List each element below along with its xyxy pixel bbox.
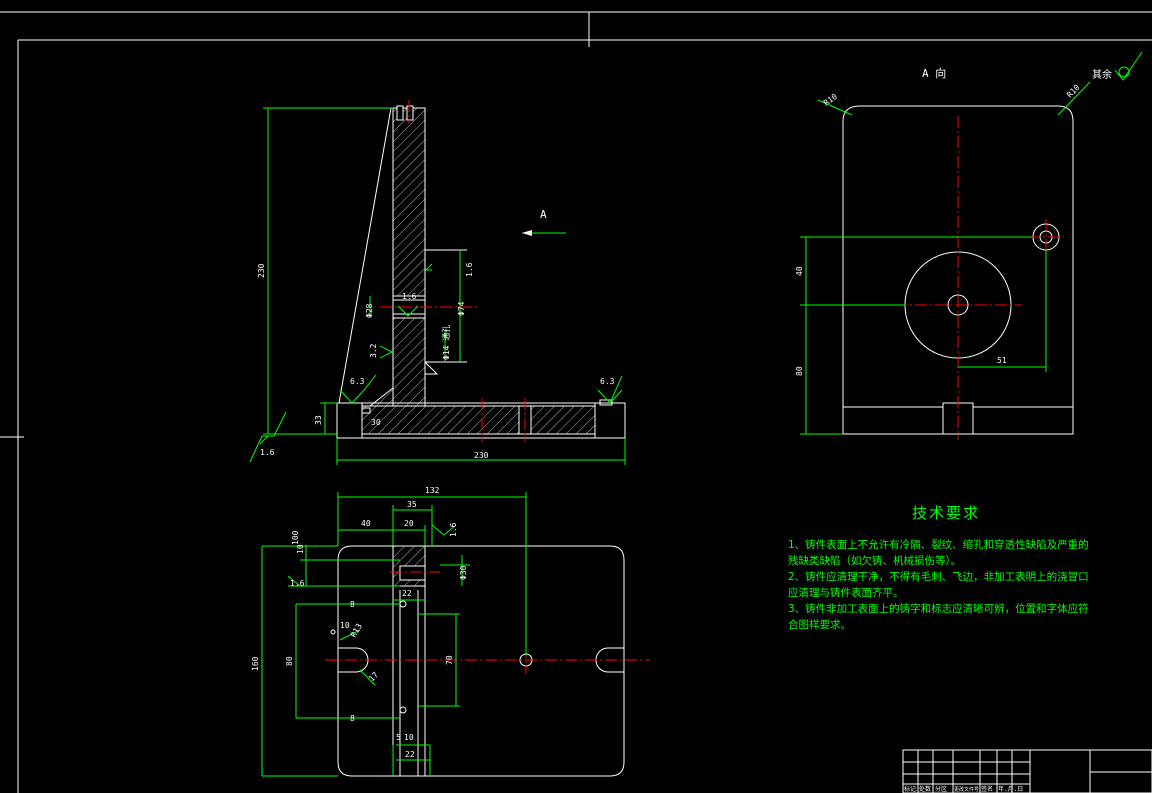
dim-side-w-offset: 51 bbox=[997, 356, 1007, 365]
dim-front-rough-7: 1.6 bbox=[260, 448, 275, 457]
top-view bbox=[261, 492, 650, 777]
dim-top-rough: 1.6 bbox=[449, 522, 458, 537]
dim-front-rough-1: 1.6 bbox=[465, 262, 474, 277]
dim-front-phi74: Φ74 bbox=[457, 301, 466, 316]
dim-front-base-width: 230 bbox=[474, 451, 489, 460]
dim-top-w35: 35 bbox=[407, 500, 417, 509]
dim-front-rough-6: 6.3 bbox=[600, 377, 615, 386]
title-block-c6: 年.月.日 bbox=[998, 785, 1023, 793]
dim-top-d10: 10 bbox=[340, 621, 350, 630]
dim-top-w22b: 22 bbox=[405, 750, 415, 759]
dim-top-height: 160 bbox=[251, 656, 260, 671]
dim-top-h8a: 8 bbox=[350, 600, 355, 609]
dim-top-rough2: 1.6 bbox=[290, 579, 305, 588]
dim-top-w22: 22 bbox=[402, 589, 412, 598]
dim-front-base-mark: 30 bbox=[371, 418, 381, 427]
dim-top-t100: 100 bbox=[291, 530, 300, 545]
dim-front-rough-5: 6.3 bbox=[350, 377, 365, 386]
dim-side-h-upper: 40 bbox=[795, 266, 804, 276]
front-section-view bbox=[249, 100, 626, 465]
title-block-c4: 更改文件号 bbox=[954, 786, 979, 793]
tech-requirement-1: 1、铸件表面上不允许有冷隔、裂纹、缩孔和穿透性缺陷及严重的残缺类缺陷（如欠铸、机… bbox=[788, 539, 1089, 567]
dim-top-h80: 80 bbox=[285, 656, 294, 666]
dim-front-height: 230 bbox=[257, 263, 266, 278]
dim-top-w5: 5 bbox=[396, 733, 401, 742]
dim-top-h70: 70 bbox=[445, 655, 454, 665]
tech-requirements-list: 1、铸件表面上不允许有冷隔、裂纹、缩孔和穿透性缺陷及严重的残缺类缺陷（如欠铸、机… bbox=[788, 538, 1093, 634]
side-view-a bbox=[800, 51, 1143, 440]
arrow-a-label: A bbox=[540, 208, 547, 221]
title-block-c3: 分区 bbox=[935, 785, 947, 793]
dim-top-h8b: 8 bbox=[350, 714, 355, 723]
dim-top-w40: 40 bbox=[361, 519, 371, 528]
dim-front-phi28: Φ28 bbox=[365, 303, 374, 318]
dim-side-r-right: R10 bbox=[1065, 83, 1082, 100]
dim-top-w20: 20 bbox=[404, 519, 414, 528]
dim-top-phi30: Φ30 bbox=[459, 565, 468, 580]
dim-front-base-height: 33 bbox=[314, 415, 323, 425]
dim-side-h-lower: 80 bbox=[795, 366, 804, 376]
title-block bbox=[902, 749, 1152, 793]
dim-top-t10: 10 bbox=[296, 544, 305, 554]
drawing-frame bbox=[0, 11, 1152, 793]
finish-rest-label: 其余 bbox=[1092, 68, 1112, 81]
dim-front-rough-2: 1.6 bbox=[402, 292, 417, 301]
title-block-c2: 处数 bbox=[919, 785, 931, 793]
dim-top-w10: 10 bbox=[404, 733, 414, 742]
dim-front-rough-3: 3.2 bbox=[369, 343, 378, 358]
tech-requirement-3: 3、铸件非加工表面上的铸字和标志应清晰可辨，位置和字体应符合图样要求。 bbox=[788, 603, 1089, 631]
view-a-label: A 向 bbox=[922, 66, 946, 80]
title-block-c5: 签名 bbox=[981, 785, 993, 793]
title-block-c1: 标记 bbox=[904, 785, 916, 793]
tech-requirement-2: 2、铸件应清理干净，不得有毛刺、飞边，非加工表明上的浇冒口应清理与铸件表面齐平。 bbox=[788, 571, 1089, 599]
tech-requirements-title: 技术要求 bbox=[912, 504, 981, 522]
dim-top-total: 132 bbox=[425, 486, 440, 495]
dim-top-ch: 17 bbox=[367, 670, 380, 683]
dim-top-r13: R13 bbox=[349, 622, 364, 639]
dim-front-phi14: Φ14 通孔 bbox=[441, 325, 451, 360]
